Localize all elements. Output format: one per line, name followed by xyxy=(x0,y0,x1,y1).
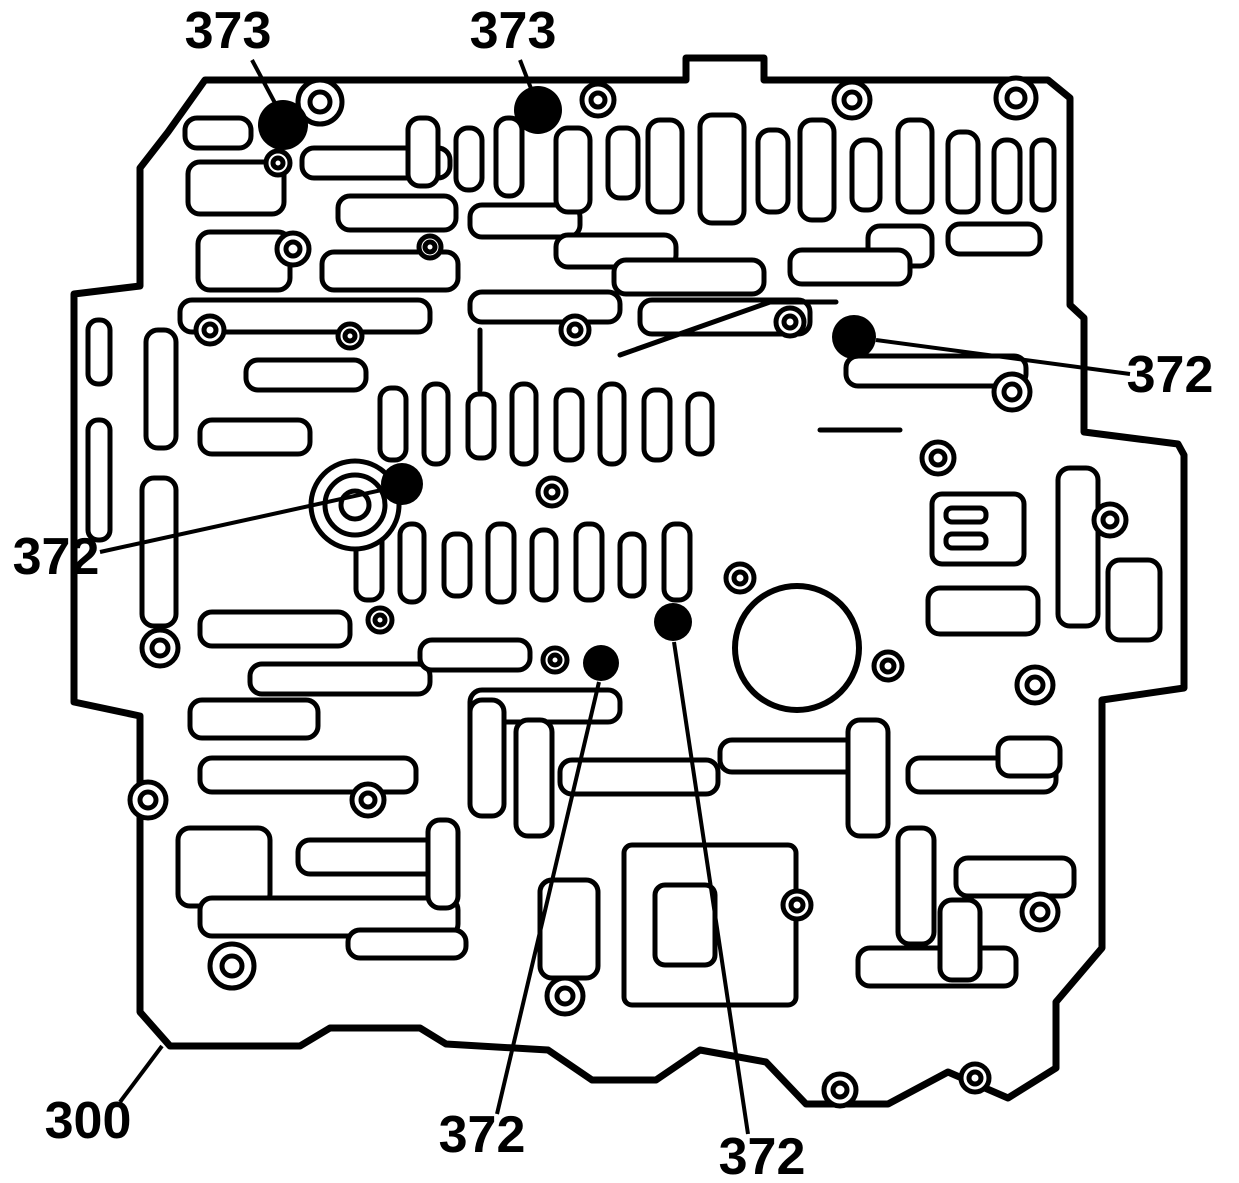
checkball-dot xyxy=(832,315,876,359)
checkball-dot xyxy=(654,603,692,641)
valve-body-drawing xyxy=(70,54,1188,1109)
callout-label: 372 xyxy=(13,528,100,586)
callout-leader-line xyxy=(875,338,1131,376)
checkball-dot xyxy=(514,86,562,134)
checkball-dot xyxy=(583,645,619,681)
callout-label: 300 xyxy=(45,1092,132,1150)
checkball-dot xyxy=(258,100,308,150)
callout-layer: 373 373 372 372 372 372 300 xyxy=(13,2,1214,1183)
bolt-holes xyxy=(127,75,1129,1109)
callout-leader-line xyxy=(495,681,601,1115)
callout-label: 373 xyxy=(470,2,557,60)
callout-leader-line xyxy=(672,641,750,1135)
callout-leader-line xyxy=(99,488,383,554)
checkball-dot xyxy=(381,463,423,505)
large-bore-circle xyxy=(732,583,862,713)
callout-label: 372 xyxy=(439,1106,526,1164)
callout-label: 373 xyxy=(185,2,272,60)
callout-label: 372 xyxy=(719,1128,806,1183)
callout-label: 372 xyxy=(1127,346,1214,404)
callout-leader-line xyxy=(118,1044,164,1104)
internal-channels xyxy=(85,112,1163,1008)
